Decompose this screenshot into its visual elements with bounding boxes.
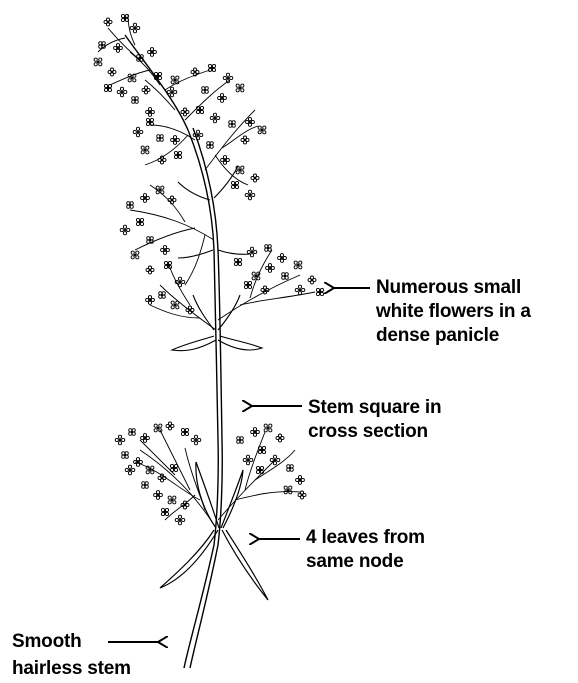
flower <box>129 429 136 436</box>
flower <box>122 452 129 459</box>
flower <box>117 87 127 97</box>
flower <box>114 44 123 53</box>
flower <box>137 55 144 62</box>
label-line: cross section <box>308 420 441 444</box>
flower <box>161 246 170 255</box>
flower <box>251 174 259 182</box>
flower <box>191 435 201 445</box>
flower <box>171 301 179 309</box>
flower <box>130 23 140 33</box>
label-four-leaves: 4 leaves from same node <box>306 526 425 574</box>
flower <box>104 84 111 91</box>
flower <box>296 476 305 485</box>
label-line: hairless stem <box>12 655 131 682</box>
flower <box>132 97 139 104</box>
flower <box>237 437 244 444</box>
flower <box>115 435 125 445</box>
flower <box>181 501 189 509</box>
flower <box>266 264 275 273</box>
flower <box>308 276 316 284</box>
flower <box>181 428 188 435</box>
flower <box>265 245 272 252</box>
flower <box>142 86 150 94</box>
flower <box>99 42 106 49</box>
flower <box>244 281 251 288</box>
flower <box>148 48 157 57</box>
flower <box>175 515 185 525</box>
flower <box>241 136 249 144</box>
flower <box>146 118 153 125</box>
flower <box>181 108 189 116</box>
flower <box>245 190 255 200</box>
flower <box>142 482 149 489</box>
label-line: Numerous small <box>376 276 531 300</box>
flower <box>136 218 143 225</box>
flower-clusters <box>94 14 324 524</box>
flower <box>121 14 128 21</box>
label-line: Smooth <box>12 628 131 655</box>
upper-branches <box>98 15 258 185</box>
flower <box>236 84 244 92</box>
flower <box>168 496 176 504</box>
flower <box>161 508 168 515</box>
flower <box>258 126 266 134</box>
flower <box>170 464 177 471</box>
flower <box>251 428 260 437</box>
flower <box>141 194 150 203</box>
leaf-whorl <box>160 462 268 600</box>
flower <box>131 251 139 259</box>
label-line: same node <box>306 550 425 574</box>
label-line: Stem square in <box>308 396 441 420</box>
branch-leaves <box>172 166 262 351</box>
flower <box>264 424 272 432</box>
flower <box>243 455 253 465</box>
flower <box>127 202 134 209</box>
flower <box>210 113 220 123</box>
flower <box>294 261 302 269</box>
flower <box>108 68 116 76</box>
flower <box>104 18 112 26</box>
label-smooth-stem: Smooth hairless stem <box>12 628 131 682</box>
label-stem-square: Stem square in cross section <box>308 396 441 444</box>
flower <box>295 285 305 295</box>
flower <box>157 135 164 142</box>
flower <box>202 87 209 94</box>
flower <box>134 458 143 467</box>
flower <box>125 465 135 475</box>
flower <box>120 225 130 235</box>
flower <box>168 196 176 204</box>
flower <box>146 296 155 305</box>
flower <box>166 422 174 430</box>
flower <box>146 266 154 274</box>
flower <box>141 434 150 443</box>
flower <box>276 434 284 442</box>
flower <box>221 156 230 165</box>
flower <box>218 94 227 103</box>
flower <box>234 258 241 265</box>
flower <box>229 121 236 128</box>
label-line: white flowers in a <box>376 300 531 324</box>
mid-branches <box>130 185 315 330</box>
flower <box>207 142 214 149</box>
label-line: 4 leaves from <box>306 526 425 550</box>
flower <box>133 127 143 137</box>
flower <box>146 108 155 117</box>
flower <box>316 288 323 295</box>
flower <box>282 273 289 280</box>
label-line: dense panicle <box>376 324 531 348</box>
flower <box>141 146 149 154</box>
flower <box>287 465 294 472</box>
flower <box>247 247 257 257</box>
flower <box>231 181 238 188</box>
flower <box>171 136 180 145</box>
flower <box>154 491 163 500</box>
flower <box>159 292 166 299</box>
label-numerous-flowers: Numerous small white flowers in a dense … <box>376 276 531 348</box>
flower <box>174 151 181 158</box>
flower <box>94 58 102 66</box>
flower <box>284 486 292 494</box>
flower <box>278 254 287 263</box>
